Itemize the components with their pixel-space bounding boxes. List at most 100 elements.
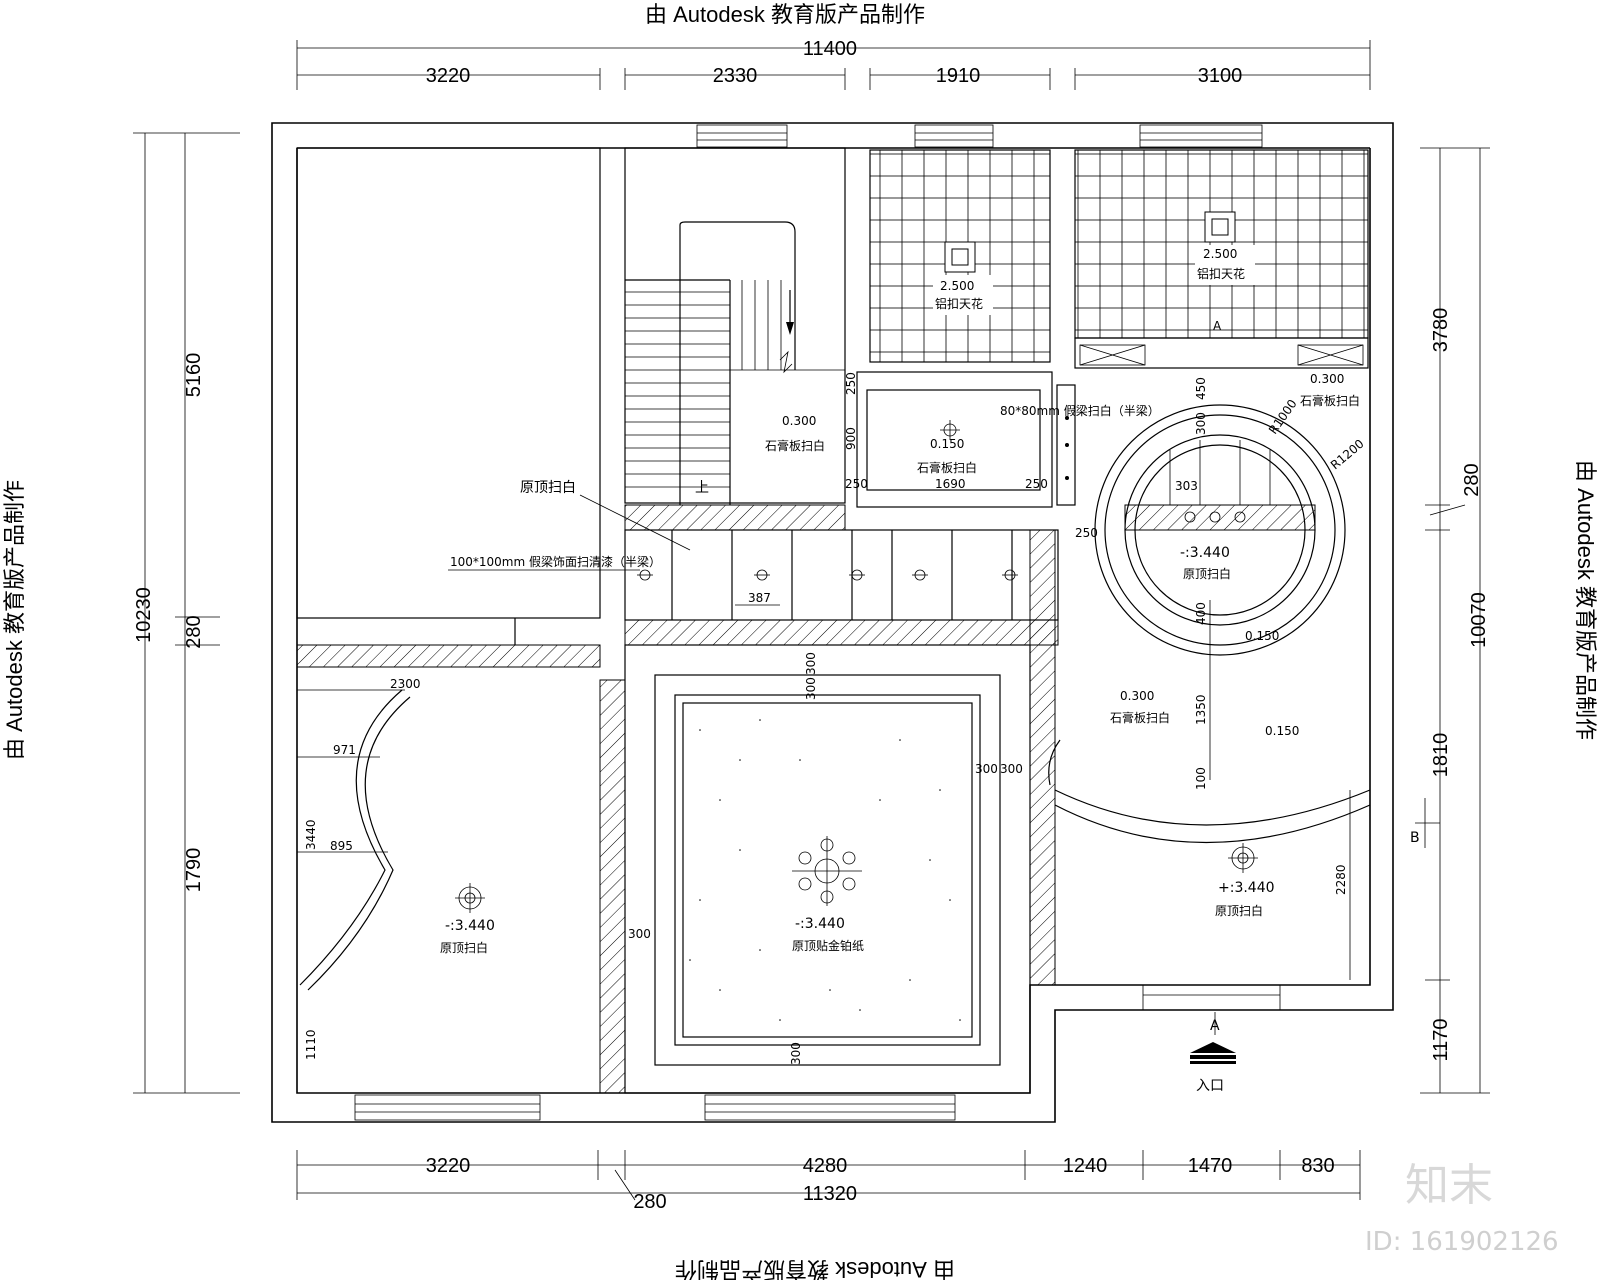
label-0300-b: 0.300 bbox=[1310, 372, 1344, 386]
dim-450: 450 bbox=[1194, 377, 1208, 400]
section-b: B bbox=[1410, 830, 1420, 846]
dim-387: 387 bbox=[748, 591, 771, 605]
label-gypsum-a: 石膏板扫白 bbox=[765, 438, 825, 453]
dim-971: 971 bbox=[333, 743, 356, 757]
stair-up-label: 上 bbox=[695, 480, 709, 496]
watermark-top: 由 Autodesk 教育版产品制作 bbox=[645, 2, 925, 27]
dim-895: 895 bbox=[330, 839, 353, 853]
dim-1350: 1350 bbox=[1194, 694, 1208, 725]
label-beam-100: 100*100mm 假梁饰面扫清漆（半梁） bbox=[450, 554, 661, 569]
left-dimensions: 10230 5160 280 1790 bbox=[133, 132, 240, 1094]
dim-top-4: 3100 bbox=[1198, 65, 1243, 87]
dim-right-4: 1170 bbox=[1430, 1018, 1452, 1061]
label-r1200: R1200 bbox=[1328, 437, 1367, 473]
dim-300-a: 300 bbox=[804, 652, 818, 675]
gold-foil-dots bbox=[689, 719, 961, 1021]
dim-100: 100 bbox=[1194, 767, 1208, 790]
round-note: 原顶扫白 bbox=[1183, 566, 1231, 581]
dim-top-2: 2330 bbox=[713, 65, 758, 87]
label-0300-c: 0.300 bbox=[1120, 689, 1154, 703]
center-note: 原顶贴金铂纸 bbox=[792, 938, 864, 953]
label-r1000: R1000 bbox=[1266, 397, 1300, 437]
dim-right-total: 10070 bbox=[1468, 592, 1490, 648]
room-bottom-left: 2300 971 895 3440 1110 -:3.440 原顶扫白 bbox=[297, 677, 495, 1060]
label-gypsum-d: 石膏板扫白 bbox=[1110, 710, 1170, 725]
dim-2300: 2300 bbox=[390, 677, 421, 691]
dim-left-1: 5160 bbox=[183, 353, 205, 398]
dim-300-d: 300 bbox=[1000, 762, 1023, 776]
center-room: -:3.440 原顶贴金铂纸 300 300 300 300 300 300 bbox=[624, 644, 1031, 1094]
round-level: -:3.440 bbox=[1180, 545, 1230, 561]
bottom-dimensions: 3220 4280 1240 1470 830 11320 280 bbox=[296, 1150, 1361, 1213]
section-a-bottom: A bbox=[1210, 1018, 1220, 1034]
dim-300-b: 300 bbox=[804, 677, 818, 700]
dim-left-3: 1790 bbox=[183, 848, 205, 893]
section-a-top: A bbox=[1213, 319, 1222, 333]
dim-3440: 3440 bbox=[304, 819, 318, 850]
label-0150-a: 0.150 bbox=[930, 437, 964, 451]
right-room-level: +:3.440 bbox=[1218, 880, 1275, 896]
windows bbox=[354, 124, 1281, 1121]
bath1-level: 2.500 bbox=[940, 279, 974, 293]
brand-id: ID: 161902126 bbox=[1365, 1227, 1559, 1257]
staircase: 上 bbox=[624, 147, 846, 505]
dim-bottom-wall: 280 bbox=[633, 1191, 666, 1213]
center-level: -:3.440 bbox=[795, 916, 845, 932]
label-0150-b: 0.150 bbox=[1245, 629, 1279, 643]
dim-1690: 1690 bbox=[935, 477, 966, 491]
corridor-beams: 0.150 石膏板扫白 0.300 石膏板扫白 80*80mm 假梁扫白（半梁）… bbox=[765, 371, 1160, 508]
label-gypsum-b: 石膏板扫白 bbox=[917, 460, 977, 475]
label-0150-c: 0.150 bbox=[1265, 724, 1299, 738]
dim-right-2: 280 bbox=[1461, 463, 1483, 496]
label-original-top: 原顶扫白 bbox=[520, 480, 576, 496]
right-dimensions: 10070 3780 280 1810 1170 bbox=[1420, 147, 1490, 1094]
dim-bottom-5: 830 bbox=[1301, 1155, 1334, 1177]
label-gypsum-c: 石膏板扫白 bbox=[1300, 393, 1360, 408]
dim-300-c: 300 bbox=[975, 762, 998, 776]
dim-bottom-2: 4280 bbox=[803, 1155, 848, 1177]
left-room-note: 原顶扫白 bbox=[440, 940, 488, 955]
dim-top-total: 11400 bbox=[803, 38, 857, 60]
dim-right-3: 1810 bbox=[1430, 733, 1452, 778]
label-0300-a: 0.300 bbox=[782, 414, 816, 428]
watermark-bottom: 由 Autodesk 教育版产品制作 bbox=[675, 1257, 955, 1280]
dim-right-1: 3780 bbox=[1430, 308, 1452, 353]
label-beam-80: 80*80mm 假梁扫白（半梁） bbox=[1000, 403, 1160, 418]
left-room-level: -:3.440 bbox=[445, 918, 495, 934]
top-dimensions: 11400 3220 2330 1910 3100 bbox=[296, 38, 1371, 90]
dim-300-f: 300 bbox=[789, 1042, 803, 1065]
bathroom-2 bbox=[1074, 149, 1369, 339]
dim-2280: 2280 bbox=[1334, 864, 1348, 895]
dim-250-a: 250 bbox=[844, 372, 858, 395]
dim-300-g: 300 bbox=[1194, 412, 1208, 435]
bath1-note: 铝扣天花 bbox=[935, 296, 983, 311]
right-room-note: 原顶扫白 bbox=[1215, 903, 1263, 918]
dim-left-2: 280 bbox=[183, 615, 205, 648]
dim-900: 900 bbox=[844, 427, 858, 450]
dim-300-e: 300 bbox=[628, 927, 651, 941]
dim-400: 400 bbox=[1194, 602, 1208, 625]
dim-top-1: 3220 bbox=[426, 65, 471, 87]
bath2-note: 铝扣天花 bbox=[1197, 266, 1245, 281]
dim-bottom-3: 1240 bbox=[1063, 1155, 1108, 1177]
beam-strip-row: 387 bbox=[624, 529, 1059, 621]
dim-1110: 1110 bbox=[304, 1029, 318, 1060]
dim-bottom-4: 1470 bbox=[1188, 1155, 1233, 1177]
room-bottom-right: 2280 +:3.440 原顶扫白 B bbox=[1215, 790, 1440, 980]
dim-250-c: 250 bbox=[1025, 477, 1048, 491]
entrance-label: 入口 bbox=[1196, 1078, 1224, 1094]
watermark-right: 由 Autodesk 教育版产品制作 bbox=[1573, 460, 1598, 740]
brand-logo: 知末 bbox=[1405, 1160, 1493, 1211]
dim-bottom-1: 3220 bbox=[426, 1155, 471, 1177]
dim-bottom-total: 11320 bbox=[803, 1183, 857, 1205]
room-top-left bbox=[296, 147, 601, 619]
watermark-left: 由 Autodesk 教育版产品制作 bbox=[2, 480, 27, 760]
round-ceiling: -:3.440 原顶扫白 R1000 R1200 0.300 石膏板扫白 303… bbox=[1075, 372, 1367, 656]
entrance-marker: A 入口 bbox=[1190, 1012, 1236, 1094]
dim-303: 303 bbox=[1175, 479, 1198, 493]
dim-250-b: 250 bbox=[845, 477, 868, 491]
dim-250-d: 250 bbox=[1075, 526, 1098, 540]
dim-top-3: 1910 bbox=[936, 65, 981, 87]
bath2-level: 2.500 bbox=[1203, 247, 1237, 261]
